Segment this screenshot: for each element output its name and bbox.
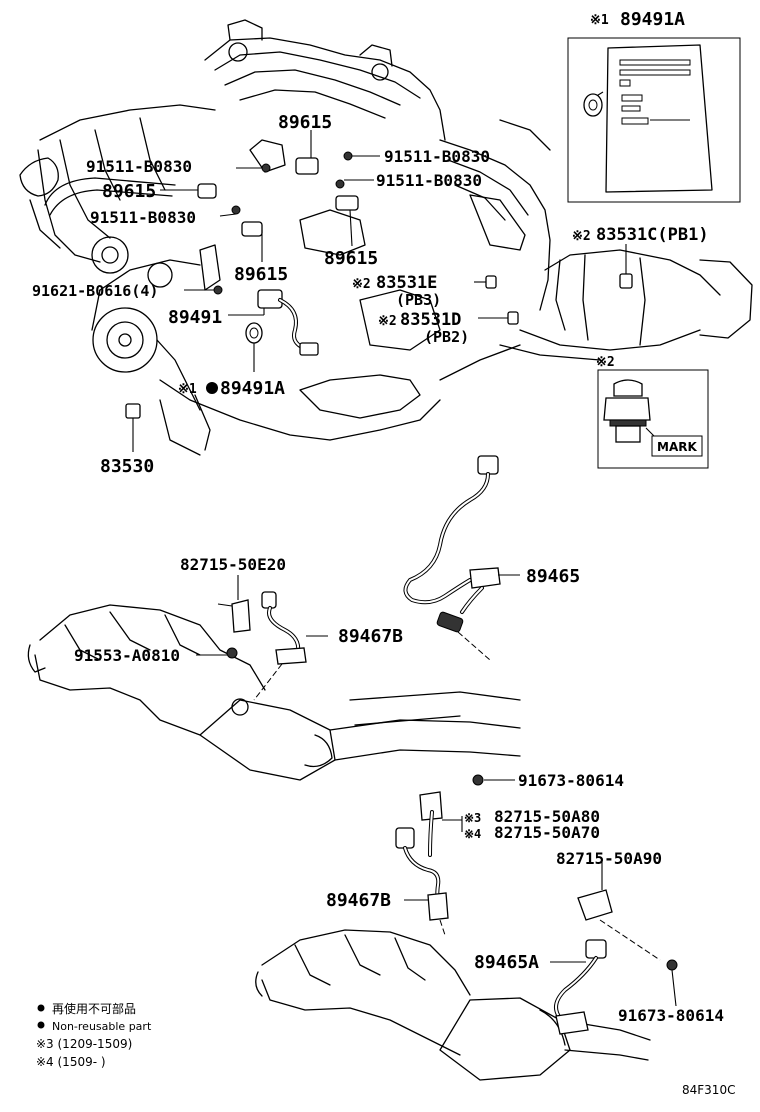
sensor-89615-left [197,183,217,199]
legend-line-3: ※3 (1209-1509) [36,1037,132,1051]
label-89491a-box-mark: ※1 [590,13,609,28]
legend: 再使用不可部品 Non-reusable part ※3 (1209-1509)… [36,1001,152,1069]
label-89615-b: 89615 [102,181,156,202]
legend-line-2: Non-reusable part [52,1020,152,1033]
label-89491a-mark: ※1 [178,382,197,397]
legend-line-1: 再使用不可部品 [52,1001,136,1016]
label-83531e-sub: (PB3) [396,291,441,309]
label-91673-80614-b: 91673-80614 [618,1006,724,1025]
label-mark: MARK [657,440,697,454]
label-91511-b0830-c: 91511-B0830 [376,171,482,190]
detail-box-89491a [567,37,741,203]
bolt-91511-b [343,151,353,161]
label-91511-b0830-d: 91511-B0830 [90,208,196,227]
bolt-91511-a [261,163,271,173]
label-89491a-box: 89491A [620,9,685,30]
label-89615-c: 89615 [324,248,378,269]
sensor-83531c [619,273,633,289]
bottom-section [255,774,678,1081]
label-83531d-sub: (PB2) [424,328,469,346]
engine-drawing [19,19,753,456]
gasket-89491a [245,322,263,344]
label-83531e-mark: ※2 [352,277,371,292]
engine-leaders [132,91,627,452]
label-82715-50a80-mark: ※3 [464,811,481,825]
labels: 89615 91511-B0830 91511-B0830 91511-B083… [32,9,724,1025]
non-reusable-dot-icon [206,382,218,394]
label-91511-b0830-a: 91511-B0830 [86,157,192,176]
label-83531c: 83531C(PB1) [596,225,709,245]
switch-83530 [125,403,141,419]
legend-dot-icon [37,1021,45,1029]
label-89491: 89491 [168,307,222,328]
label-89467b-b: 89467B [326,890,391,911]
label-91511-b0830-b: 91511-B0830 [384,147,490,166]
sensor-89615-top [295,157,319,175]
label-89491a-ref: 89491A [220,378,285,399]
sensor-89615-right [335,195,359,211]
bolt-91621 [213,285,223,295]
sensor-89615-mid [241,221,263,237]
label-82715-50e20: 82715-50E20 [180,555,286,574]
legend-line-4: ※4 (1509- ) [36,1055,106,1069]
label-89467b-a: 89467B [338,626,403,647]
diagram-code: 84F310C [682,1083,735,1097]
label-89615-d: 89615 [234,264,288,285]
middle-section [27,455,521,781]
label-89465: 89465 [526,566,580,587]
engine-parts [125,151,633,419]
label-82715-50a70: 82715-50A70 [494,823,600,842]
label-82715-50a90: 82715-50A90 [556,849,662,868]
label-89615-a: 89615 [278,112,332,133]
legend-dot-icon [37,1004,45,1012]
sensor-83531d [507,311,519,325]
label-detail2-mark: ※2 [596,355,615,370]
detail-box-mark [597,369,709,469]
label-83531c-mark: ※2 [572,229,591,244]
label-83531d-mark: ※2 [378,314,397,329]
label-89465a: 89465A [474,952,539,973]
label-91553-a0810: 91553-A0810 [74,646,180,665]
label-91673-80614-a: 91673-80614 [518,771,624,790]
label-83531d: 83531D [400,310,461,330]
label-82715-50a80: 82715-50A80 [494,807,600,826]
bolt-91511-c [335,179,345,189]
bolt-91511-d [231,205,241,215]
label-83530: 83530 [100,456,154,477]
label-83531e: 83531E [376,273,437,293]
label-91621-b0616: 91621-B0616(4) [32,282,158,300]
sensor-83531e [485,275,497,289]
label-82715-50a70-mark: ※4 [464,827,481,841]
